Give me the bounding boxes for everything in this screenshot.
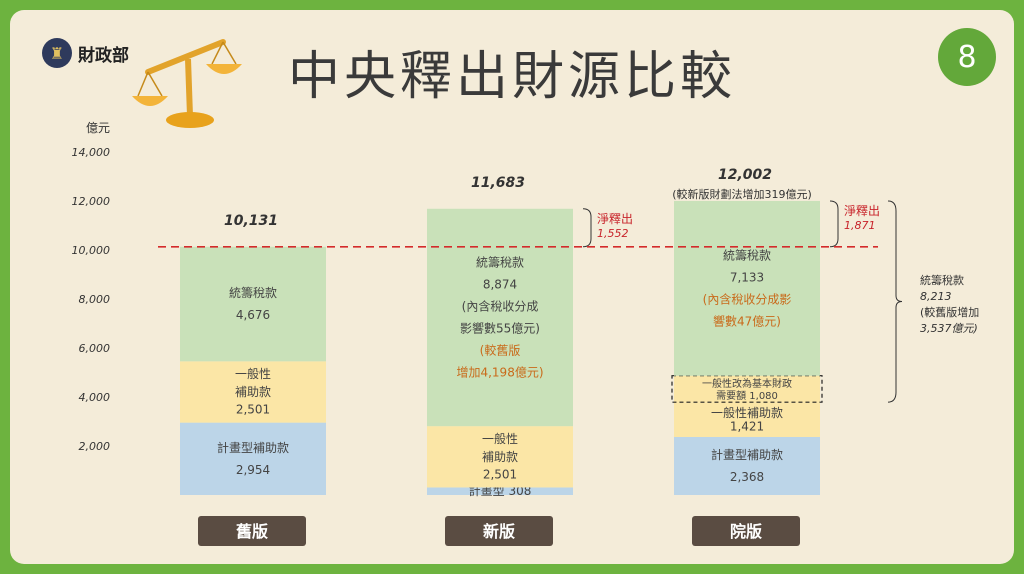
bar-segment [180, 361, 326, 423]
bar-segment [180, 422, 326, 495]
data-label: 8,874 [483, 277, 517, 291]
total-value-label: 10,131 [224, 213, 278, 229]
data-label: 需要額 1,080 [716, 389, 778, 402]
data-label: 統籌稅款 [476, 255, 524, 269]
y-tick-label: 10,000 [72, 244, 111, 257]
side-note-text: 3,537億元) [920, 322, 978, 335]
page-title: 中央釋出財源比較 [288, 47, 737, 107]
total-value-label: 11,683 [471, 175, 525, 191]
category-label: 舊版 [236, 522, 268, 541]
data-label: 一般性 [482, 431, 518, 446]
data-label: 響數47億元) [713, 313, 781, 328]
total-note: (較新版財劃法增加319億元) [672, 187, 812, 201]
data-label: 計畫型補助款 [217, 440, 289, 455]
y-tick-label: 12,000 [72, 195, 111, 208]
side-brace [887, 200, 903, 403]
side-note-text: 統籌稅款 [920, 273, 964, 287]
data-label: 1,421 [730, 419, 764, 433]
data-label: (內含稅收分成 [462, 298, 539, 313]
emblem-icon: ♜ [42, 38, 72, 68]
total-value-label: 12,002 [718, 167, 772, 183]
data-label: 統籌稅款 [723, 248, 771, 262]
data-label: 4,676 [236, 308, 270, 322]
data-label: (較舊版 [480, 342, 521, 357]
y-tick-label: 6,000 [79, 342, 111, 355]
net-release-bracket [582, 208, 592, 248]
y-tick-label: 14,000 [72, 146, 111, 159]
bar-segment [180, 246, 326, 362]
data-label: 補助款 [482, 450, 518, 464]
ministry-logo: ♜ 財政部 [42, 38, 129, 68]
side-note-text: 8,213 [920, 290, 952, 303]
data-label: 2,954 [236, 463, 270, 477]
side-note-text: (較舊版增加 [920, 305, 979, 319]
category-label: 新版 [483, 522, 515, 541]
bar-segment [427, 487, 573, 495]
y-tick-label: 2,000 [79, 440, 111, 453]
dashed-highlight-box [671, 375, 823, 403]
net-release-bracket [829, 200, 839, 248]
logo-text: 財政部 [78, 45, 129, 66]
category-button [445, 516, 553, 546]
data-label: 一般性 [235, 366, 271, 381]
slide-frame: ♜ 財政部 中央釋出財源比較 8 億元 2,000 4,000 6,000 8,000 1… [10, 10, 1014, 564]
net-release-label: 淨釋出 [844, 203, 880, 218]
data-label: 影響數55億元) [460, 320, 540, 335]
data-label: (內含稅收分成影 [703, 291, 792, 306]
category-button [198, 516, 306, 546]
y-axis-unit: 億元 [86, 121, 110, 135]
bar-segment [674, 436, 820, 495]
data-label: 7,133 [730, 270, 764, 284]
net-release-value: 1,552 [597, 227, 629, 240]
data-label: 增加4,198億元) [456, 365, 543, 379]
data-label: 2,501 [236, 403, 270, 417]
data-label: 統籌稅款 [229, 286, 277, 300]
net-release-value: 1,871 [844, 219, 876, 232]
net-release-label: 淨釋出 [597, 211, 633, 226]
data-label: 一般性改為基本財政 [702, 377, 792, 390]
balance-scale-icon [132, 39, 242, 128]
data-label: 2,501 [483, 468, 517, 482]
bar-segment [427, 426, 573, 488]
bar-segment [427, 208, 573, 427]
data-label: 計畫型補助款 [711, 447, 783, 462]
bar-segment [674, 200, 820, 376]
data-label: 2,368 [730, 470, 764, 484]
bar-segment [674, 402, 820, 437]
data-label: 一般性補助款 [711, 405, 783, 420]
data-label: 補助款 [235, 385, 271, 399]
category-label: 院版 [730, 522, 762, 541]
page-number-badge: 8 [938, 28, 996, 86]
category-button [692, 516, 800, 546]
chart: 億元 2,000 4,000 6,000 8,000 10,000 12,000 14,000… [72, 121, 979, 546]
y-tick-label: 4,000 [79, 391, 111, 404]
bar-segment [674, 375, 820, 403]
y-tick-label: 8,000 [79, 293, 111, 306]
